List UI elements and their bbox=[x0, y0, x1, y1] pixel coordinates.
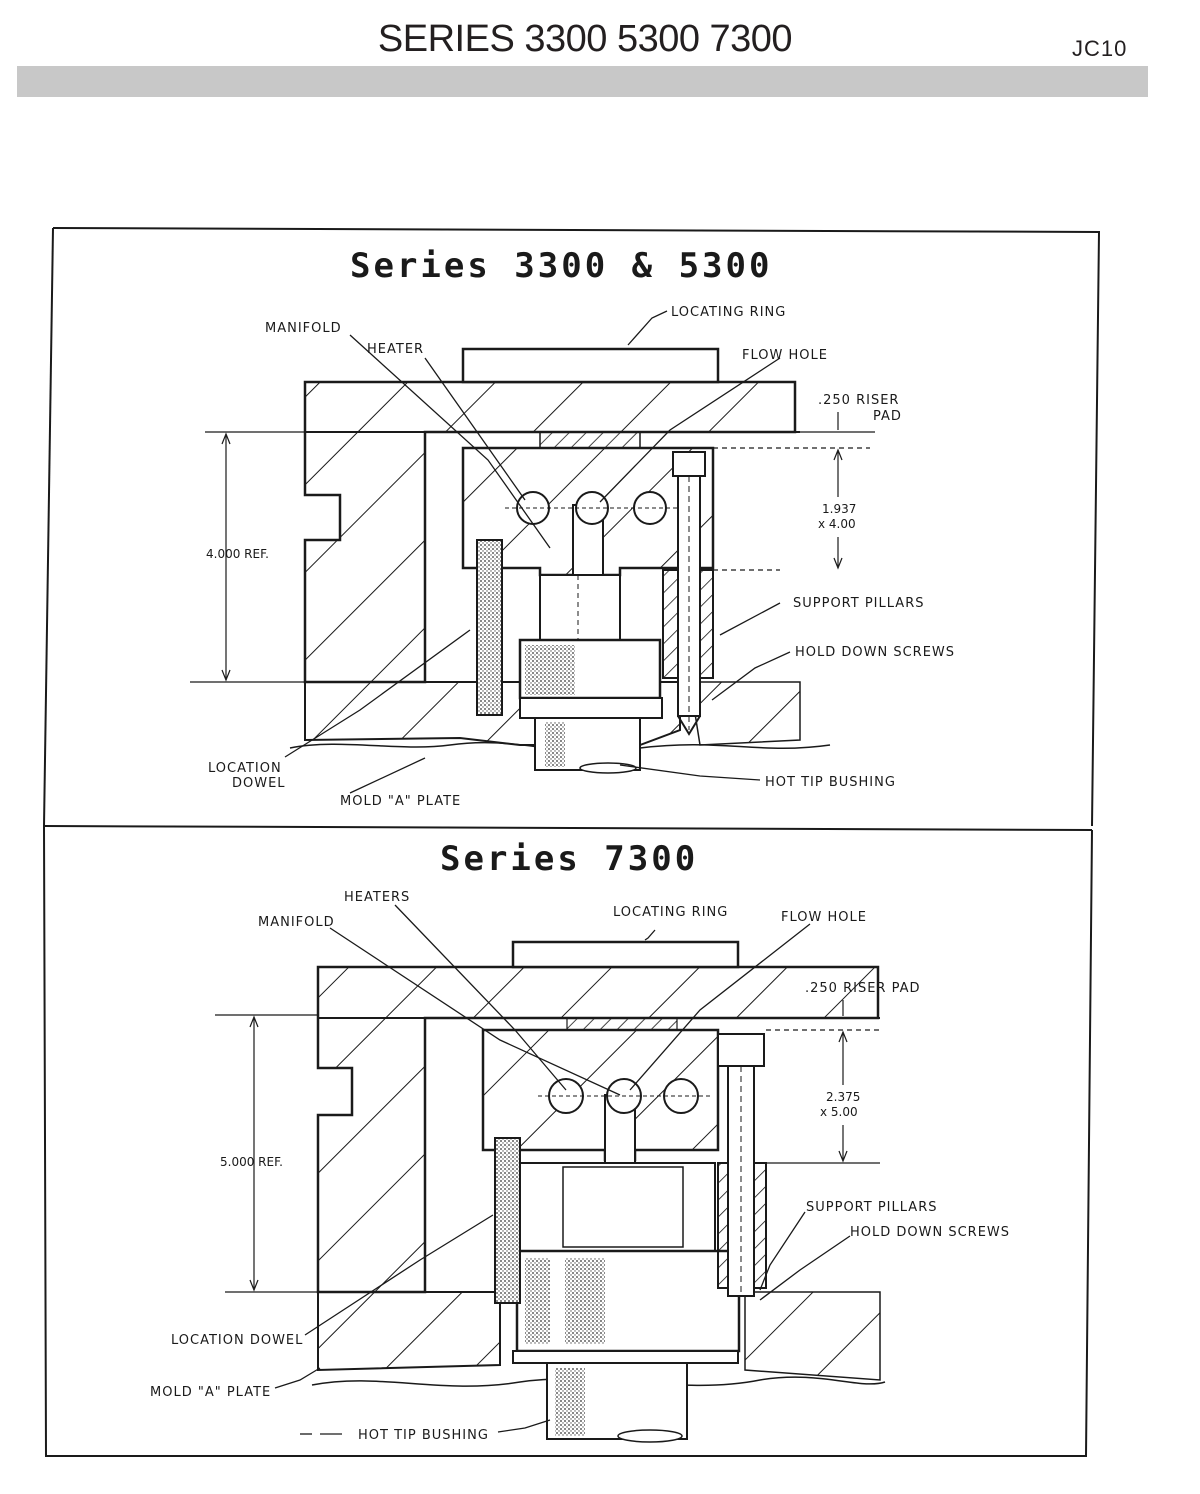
label-manifold: MANIFOLD bbox=[265, 321, 342, 336]
panel-frames bbox=[43, 227, 1101, 1457]
label-riser-pad-line2: PAD bbox=[873, 409, 902, 424]
label-dim-b-7300: x 5.00 bbox=[820, 1105, 858, 1119]
label-flow-hole: FLOW HOLE bbox=[742, 348, 828, 363]
label-flow-hole-7300: FLOW HOLE bbox=[781, 910, 867, 925]
label-locating-ring-7300: LOCATING RING bbox=[613, 905, 728, 920]
label-hold-down-screws: HOLD DOWN SCREWS bbox=[795, 645, 955, 660]
label-manifold-7300: MANIFOLD bbox=[258, 915, 335, 930]
label-mold-plate-7300: MOLD "A" PLATE bbox=[150, 1385, 271, 1400]
top-mold-assembly bbox=[289, 347, 831, 774]
page-title: SERIES 3300 5300 7300 bbox=[377, 18, 793, 60]
top-dimension-lines bbox=[190, 412, 875, 683]
label-dim-a-7300: 2.375 bbox=[826, 1090, 860, 1104]
label-support-pillars-7300: SUPPORT PILLARS bbox=[806, 1200, 937, 1215]
top-leader-lines bbox=[284, 310, 791, 794]
label-hot-tip-bushing-7300: HOT TIP BUSHING bbox=[358, 1428, 489, 1443]
header-bar bbox=[17, 66, 1148, 97]
bottom-callout-labels: HEATERS MANIFOLD LOCATING RING FLOW HOLE… bbox=[150, 890, 1010, 1443]
bottom-mold-assembly bbox=[311, 940, 886, 1443]
label-dim-ref: 4.000 REF. bbox=[206, 547, 269, 561]
label-hold-down-screws-7300: HOLD DOWN SCREWS bbox=[850, 1225, 1010, 1240]
label-dim-ref-7300: 5.000 REF. bbox=[220, 1155, 283, 1169]
label-hot-tip-bushing: HOT TIP BUSHING bbox=[765, 775, 896, 790]
label-location-dowel-7300: LOCATION DOWEL bbox=[171, 1333, 303, 1348]
label-locating-ring: LOCATING RING bbox=[671, 305, 786, 320]
label-heaters: HEATERS bbox=[344, 890, 410, 905]
label-location-dowel-line2: DOWEL bbox=[232, 776, 286, 791]
label-dim-a: 1.937 bbox=[822, 502, 856, 516]
top-callout-labels: LOCATING RING MANIFOLD HEATER FLOW HOLE … bbox=[206, 305, 955, 809]
page-code: JC10 bbox=[1072, 36, 1128, 61]
label-dim-b: x 4.00 bbox=[818, 517, 856, 531]
label-riser-pad-7300: .250 RISER PAD bbox=[805, 981, 921, 996]
label-location-dowel-line1: LOCATION bbox=[208, 761, 282, 776]
bottom-dimension-lines bbox=[215, 1000, 880, 1293]
label-riser-pad-line1: .250 RISER bbox=[818, 393, 899, 408]
bottom-leader-lines bbox=[274, 904, 851, 1435]
section-top-title: Series 3300 & 5300 bbox=[350, 246, 772, 286]
label-support-pillars: SUPPORT PILLARS bbox=[793, 596, 924, 611]
label-heater: HEATER bbox=[367, 342, 424, 357]
section-bottom-title: Series 7300 bbox=[440, 839, 698, 879]
label-mold-plate: MOLD "A" PLATE bbox=[340, 794, 461, 809]
